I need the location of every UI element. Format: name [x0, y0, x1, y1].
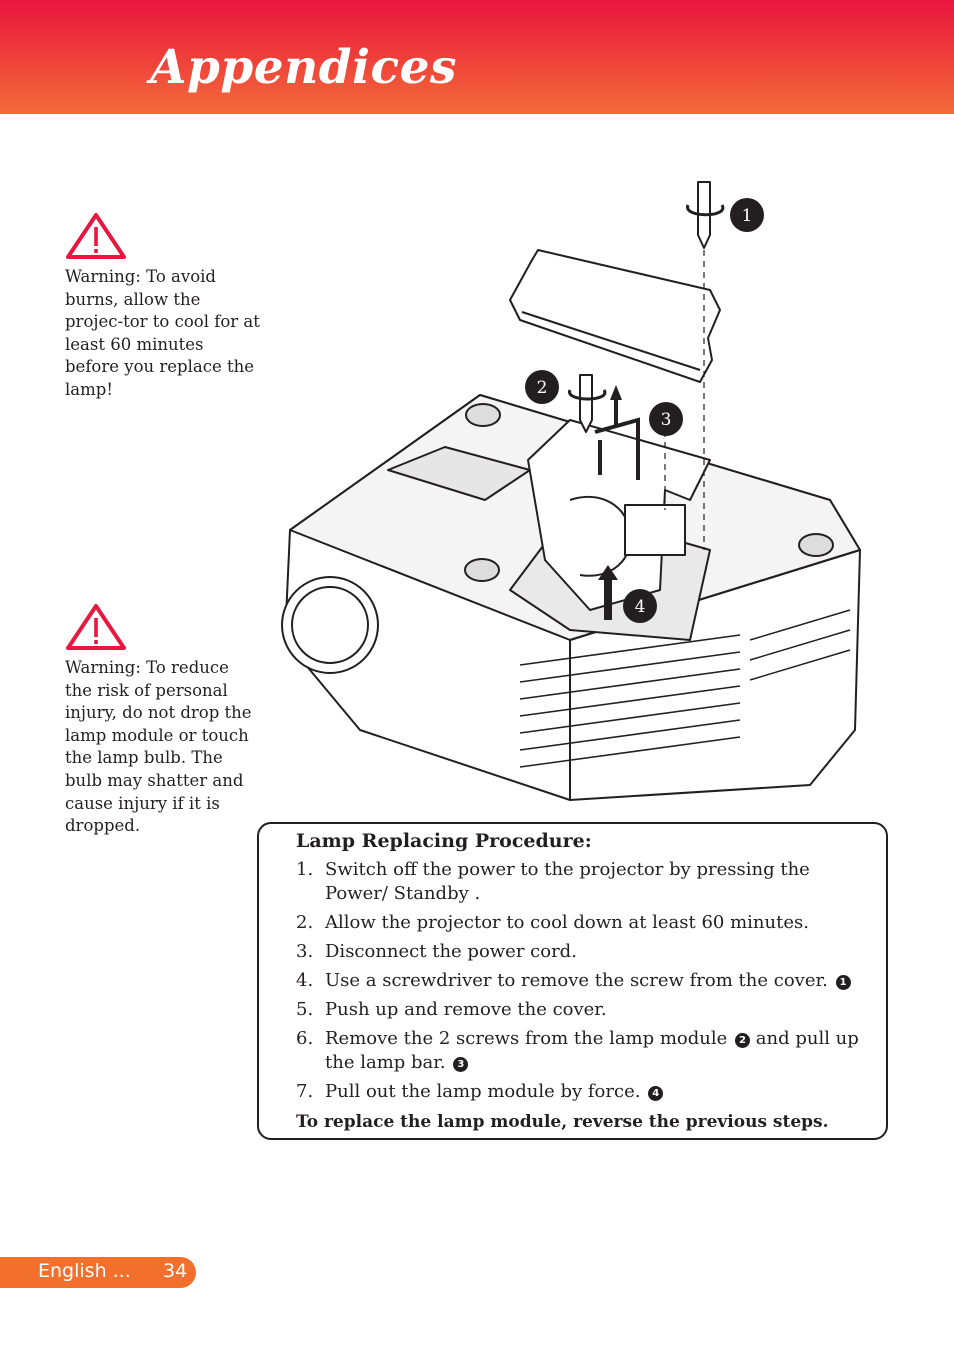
- procedure-step: 3. Disconnect the power cord.: [296, 940, 870, 964]
- step-text: Disconnect the power cord.: [325, 941, 577, 962]
- procedure-step: 4. Use a screwdriver to remove the screw …: [296, 969, 870, 993]
- step-number: 5.: [296, 999, 314, 1020]
- callout-mark: 2: [735, 1033, 751, 1048]
- step-number: 4.: [296, 970, 314, 991]
- warning-triangle-icon: [66, 213, 126, 259]
- callout-label: 4: [635, 597, 646, 617]
- warning-injury: Warning: To reduce the risk of personal …: [65, 603, 260, 838]
- procedure-step: 5. Push up and remove the cover.: [296, 998, 870, 1022]
- callout-3: [649, 402, 683, 436]
- step-text: Use a screwdriver to remove the screw fr…: [325, 970, 828, 991]
- warning-text: Warning: To reduce the risk of personal …: [65, 658, 252, 836]
- step-number: 1.: [296, 859, 314, 880]
- page-footer-tab: English ... 34: [0, 1257, 196, 1288]
- page-header: Appendices: [0, 0, 954, 114]
- callout-label: 2: [537, 378, 548, 398]
- callout-2: [525, 370, 559, 404]
- warning-burns: Warning: To avoid burns, allow the proje…: [65, 212, 260, 402]
- callout-mark: 3: [453, 1057, 469, 1072]
- callout-mark: 4: [648, 1086, 664, 1101]
- procedure-step: 7. Pull out the lamp module by force. 4: [296, 1080, 870, 1104]
- step-text: Pull out the lamp module by force.: [325, 1081, 641, 1102]
- step-text: Push up and remove the cover.: [325, 999, 607, 1020]
- callout-label: 3: [661, 410, 672, 430]
- procedure-step: 1. Switch off the power to the projector …: [296, 858, 870, 906]
- procedure-step: 2. Allow the projector to cool down at le…: [296, 911, 870, 935]
- procedure-title: Lamp Replacing Procedure:: [296, 830, 592, 852]
- warning-text: Warning: To avoid burns, allow the proje…: [65, 267, 260, 399]
- procedure-step: 6. Remove the 2 screws from the lamp modu…: [296, 1027, 870, 1075]
- lamp-cover: [509, 249, 721, 383]
- page-title: Appendices: [150, 40, 457, 95]
- callout-mark: 1: [835, 975, 851, 990]
- lamp-procedure-box: Lamp Replacing Procedure: 1. Switch off t…: [257, 822, 888, 1140]
- step-number: 6.: [296, 1028, 314, 1049]
- lens: [281, 576, 379, 674]
- step-number: 7.: [296, 1081, 314, 1102]
- step-number: 2.: [296, 912, 314, 933]
- page-number: 34: [163, 1260, 188, 1282]
- procedure-footer-note: To replace the lamp module, reverse the …: [296, 1112, 829, 1132]
- procedure-steps: 1. Switch off the power to the projector …: [296, 858, 870, 1104]
- callout-1: [730, 198, 764, 232]
- callout-label: 1: [742, 206, 753, 226]
- footer-language: English ...: [38, 1260, 131, 1282]
- step-text: and pull up the lamp bar.: [325, 1028, 859, 1073]
- callout-4: [623, 589, 657, 623]
- step-text: Switch off the power to the projector by…: [325, 859, 810, 904]
- step-text: Remove the 2 screws from the lamp module: [325, 1028, 728, 1049]
- warning-triangle-icon: [66, 604, 126, 650]
- step-number: 3.: [296, 941, 314, 962]
- step-text: Allow the projector to cool down at leas…: [325, 912, 809, 933]
- lamp-replacement-diagram: 1 2 3 4: [281, 181, 861, 801]
